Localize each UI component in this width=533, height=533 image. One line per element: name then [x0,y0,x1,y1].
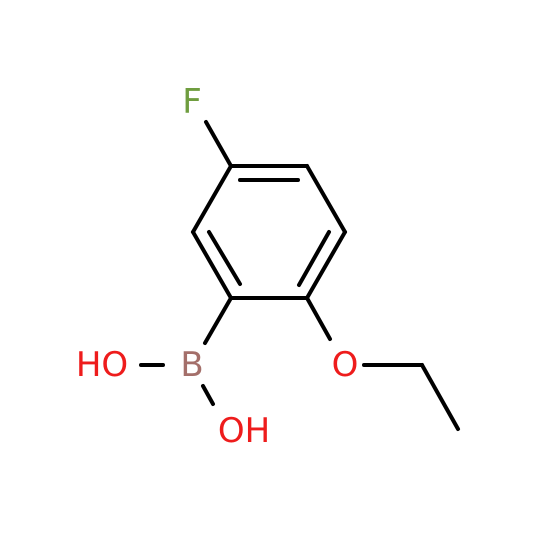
c-f-bond [204,120,233,168]
ring-bond-2 [305,164,347,234]
ring-bond-3 [305,230,347,300]
hydroxyl-bottom-label: OH [218,411,270,451]
c-o-bond [305,296,332,341]
b-oh-bottom-bond [201,384,215,406]
ether-oxygen-label: O [332,345,359,385]
fluorine-label: F [182,82,202,122]
ring-bond-5-inner [207,230,242,286]
ring-bond-3-inner [297,230,331,287]
ch2-ch3-bond [420,363,460,431]
c-b-bond [203,296,233,345]
boron-label: B [180,345,203,385]
hydroxyl-left-label: HO [76,345,128,385]
ring-bond-6 [191,164,233,234]
ring-bond-5 [191,230,233,300]
